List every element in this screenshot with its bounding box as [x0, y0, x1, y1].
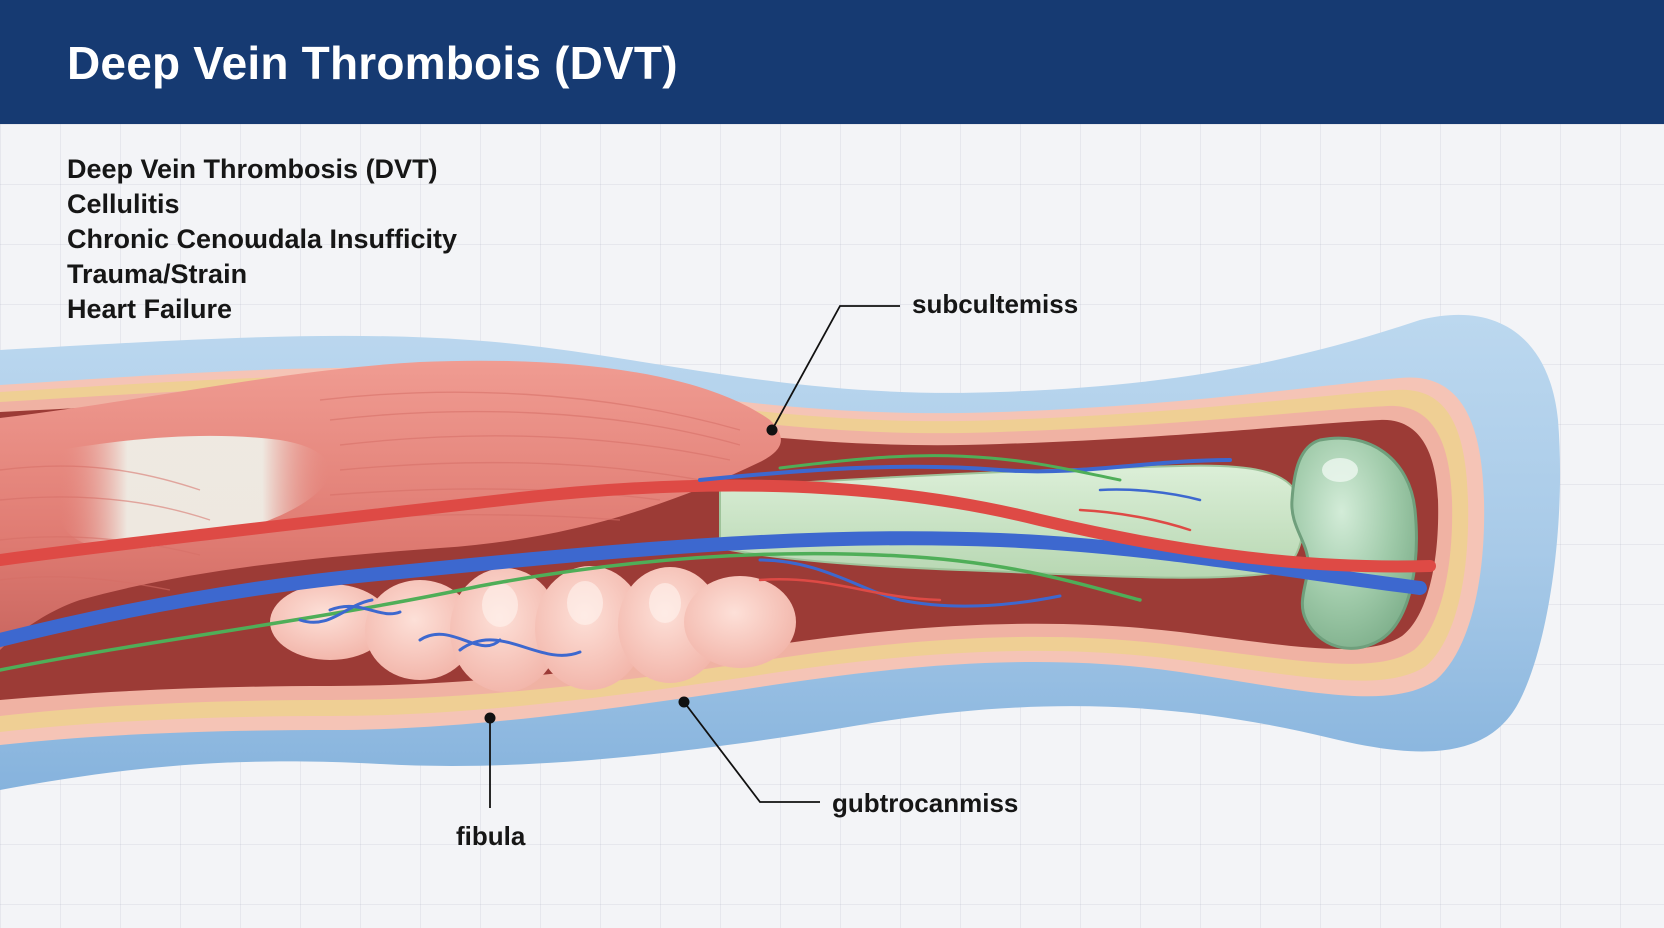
condition-item: Trauma/Strain	[67, 259, 248, 289]
tendon	[60, 435, 330, 550]
label-fibula: fibula	[456, 821, 526, 851]
callout-dots	[484, 424, 778, 724]
joint-capsule	[1290, 436, 1418, 650]
condition-item: Cellulitis	[67, 189, 180, 219]
condition-item: Heart Failure	[67, 294, 233, 324]
artery	[0, 479, 1436, 573]
condition-item: Chronic Cenoɯdala Insufficity	[67, 224, 458, 254]
condition-item: Deep Vein Thrombosis (DVT)	[67, 154, 438, 184]
label-gastrocnemius: gubtrocanmiss	[832, 788, 1019, 818]
differential-list: Deep Vein Thrombosis (DVT) Cellulitis Ch…	[67, 152, 457, 327]
header-bar: Deep Vein Thrombois (DVT)	[0, 0, 1664, 124]
callout-lines	[489, 305, 900, 808]
label-subcutaneous: subcultemiss	[912, 289, 1079, 319]
deep-vein	[0, 531, 1427, 647]
calf-muscle	[0, 360, 781, 650]
upper-vein	[698, 458, 1232, 482]
vessels	[0, 454, 1436, 672]
soleus-muscle	[270, 566, 796, 692]
nerve	[0, 551, 1142, 672]
page-title: Deep Vein Thrombois (DVT)	[67, 37, 678, 89]
